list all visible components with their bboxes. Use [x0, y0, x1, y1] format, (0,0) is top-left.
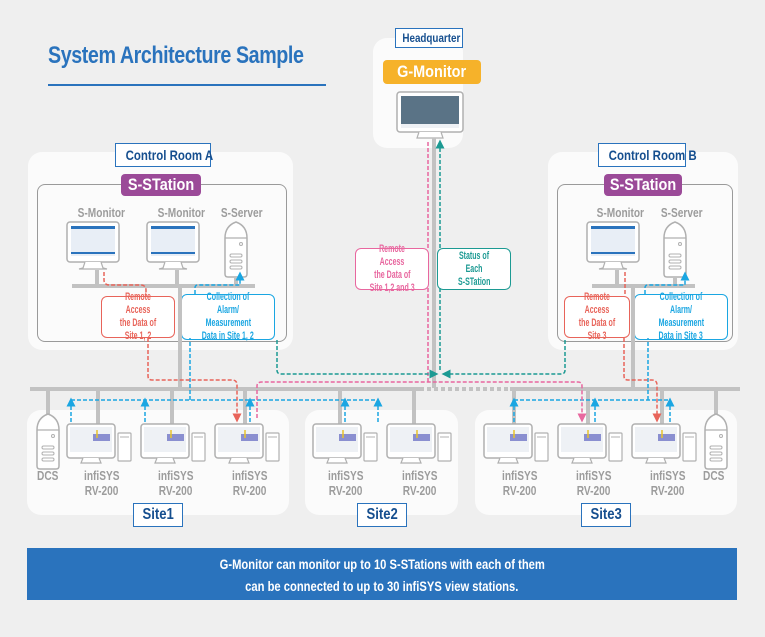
headquarter-label: Headquarter — [395, 28, 463, 48]
device-label: S-Server — [661, 205, 703, 220]
collection-path-b — [509, 271, 690, 422]
control-room-b-label: Control Room B — [598, 143, 697, 167]
s-monitor-icon — [66, 221, 120, 270]
device-label: S-Monitor — [77, 205, 125, 220]
title-underline — [48, 84, 326, 86]
s-monitor-icon — [586, 221, 640, 270]
g-monitor-icon — [396, 91, 464, 139]
s-station-a-badge: S-STation — [121, 174, 201, 196]
remote-path-hq — [256, 142, 587, 423]
control-room-a-label: Control Room A — [115, 143, 213, 167]
infisys-workstation-icon — [140, 423, 206, 464]
infisys-workstation-icon — [631, 423, 697, 464]
status-path-hq — [276, 139, 566, 379]
remote-path-b — [623, 272, 662, 423]
site3-label: Site3 — [581, 503, 631, 527]
dcs-icon — [36, 413, 60, 470]
device-label: S-Monitor — [157, 205, 205, 220]
infisys-workstation-icon — [312, 423, 378, 464]
infisys-workstation-icon — [557, 423, 623, 464]
remote-path-a — [103, 272, 242, 423]
g-monitor-badge: G-Monitor — [383, 60, 481, 84]
device-label: S-Monitor — [596, 205, 644, 220]
s-server-icon — [224, 221, 248, 278]
s-monitor-icon — [146, 221, 200, 270]
site2-label: Site2 — [357, 503, 407, 527]
infisys-workstation-icon — [483, 423, 549, 464]
infisys-workstation-icon — [386, 423, 452, 464]
collection-path-a — [66, 271, 383, 422]
s-server-icon — [663, 221, 687, 278]
device-label: DCS — [37, 468, 59, 483]
device-label: DCS — [703, 468, 725, 483]
info-banner: G-Monitor can monitor up to 10 S-STation… — [27, 548, 737, 600]
device-label: S-Server — [221, 205, 263, 220]
infisys-workstation-icon — [66, 423, 132, 464]
infisys-workstation-icon — [214, 423, 280, 464]
s-station-b-badge: S-STation — [604, 174, 682, 196]
dcs-icon — [704, 413, 728, 470]
page-title: System Architecture Sample — [48, 42, 304, 69]
site1-label: Site1 — [133, 503, 183, 527]
